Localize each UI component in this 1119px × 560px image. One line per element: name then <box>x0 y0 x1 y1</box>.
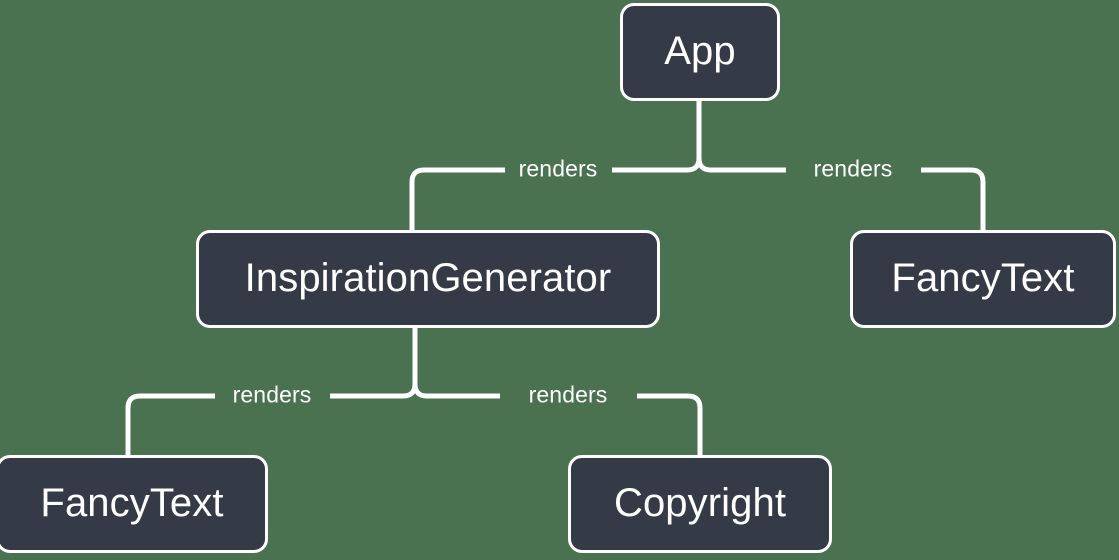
node-app[interactable]: App <box>620 3 780 101</box>
node-fancy-text-right[interactable]: FancyText <box>850 230 1116 328</box>
edge-inspirationgenerator-to-fancytext-bottom-left <box>125 393 215 455</box>
node-fancy-text-right-label: FancyText <box>891 255 1075 300</box>
node-inspiration-generator[interactable]: InspirationGenerator <box>196 230 660 328</box>
node-fancy-text-bottom-left-label: FancyText <box>40 480 224 525</box>
node-fancy-text-bottom-left[interactable]: FancyText <box>0 455 268 553</box>
edge-app-to-inspirationgenerator <box>409 167 505 230</box>
node-app-label: App <box>664 28 736 73</box>
node-copyright[interactable]: Copyright <box>568 455 832 553</box>
node-inspiration-generator-label: InspirationGenerator <box>244 255 612 300</box>
node-copyright-label: Copyright <box>613 480 787 525</box>
edge-label-inspirationgenerator-to-fancytext-bottom-left: renders <box>232 381 312 408</box>
edge-label-app-to-fancytext-right: renders <box>813 155 893 182</box>
edge-ig-split-right <box>412 383 500 399</box>
edge-app-split-left <box>612 157 702 173</box>
edge-app-to-fancytext-right <box>921 167 986 230</box>
edge-label-inspirationgenerator-to-copyright: renders <box>528 381 608 408</box>
edge-inspirationgenerator-to-copyright <box>637 393 703 455</box>
edge-label-app-to-inspirationgenerator: renders <box>518 155 598 182</box>
edge-ig-split-left <box>330 383 418 399</box>
edge-app-split-right <box>696 157 786 173</box>
